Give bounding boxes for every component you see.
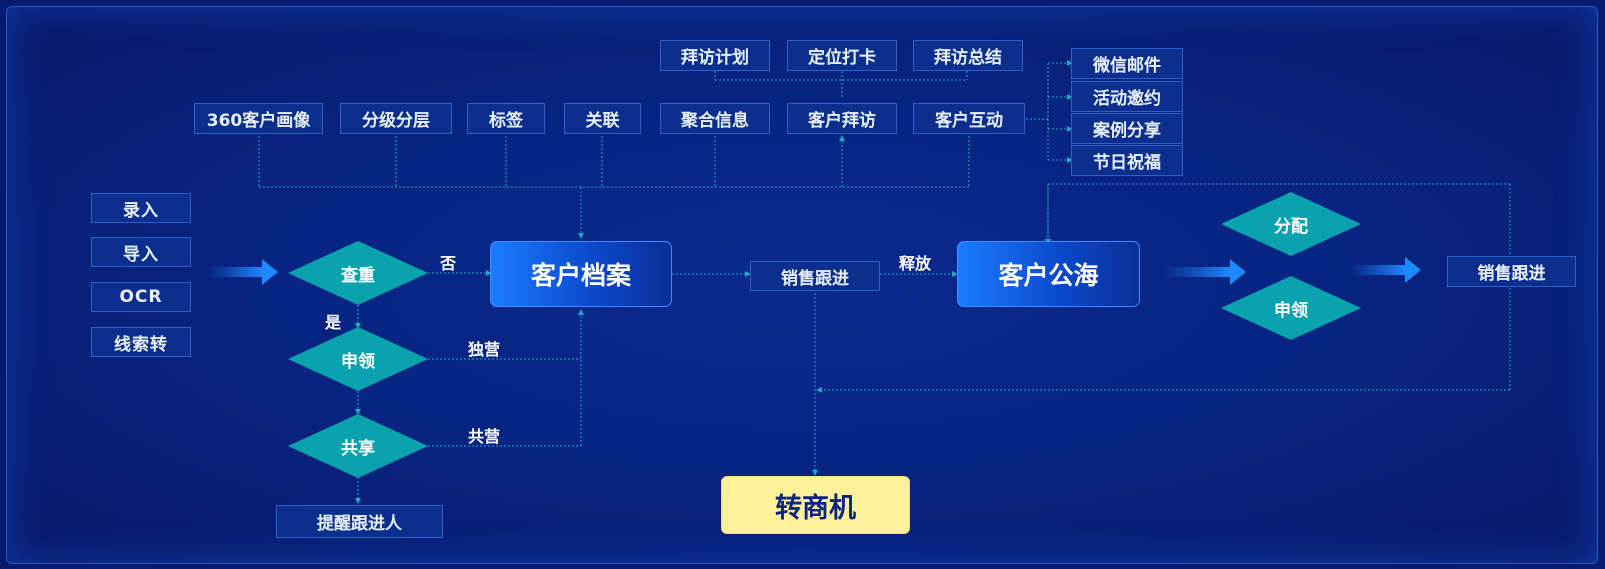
feature-relation: 关联 — [564, 103, 641, 134]
interaction-wechat-email: 微信邮件 — [1071, 48, 1183, 79]
input-ocr: OCR — [91, 282, 191, 312]
feature-tags: 标签 — [467, 103, 545, 134]
customer-file-node: 客户档案 — [490, 241, 672, 307]
flow-arrows — [208, 257, 1421, 285]
decision-claim: 申领 — [288, 327, 428, 391]
label-yes: 是 — [325, 313, 342, 332]
decision-claim-pool: 申领 — [1221, 276, 1361, 340]
feature-aggregate: 聚合信息 — [660, 103, 770, 134]
input-lead: 线索转 — [91, 327, 191, 357]
visit-plan: 拜访计划 — [660, 40, 770, 71]
feature-360-profile: 360客户画像 — [194, 103, 323, 134]
label-shared: 共营 — [468, 427, 501, 446]
input-import: 导入 — [91, 237, 191, 267]
feature-visit: 客户拜访 — [787, 103, 897, 134]
interaction-holiday-greeting: 节日祝福 — [1071, 145, 1183, 176]
decision-share: 共享 — [288, 414, 428, 478]
decision-assign: 分配 — [1221, 192, 1361, 256]
input-entry: 录入 — [91, 193, 191, 223]
customer-pool-node: 客户公海 — [957, 241, 1140, 307]
interaction-case-share: 案例分享 — [1071, 113, 1183, 144]
opportunity-node: 转商机 — [721, 476, 910, 534]
visit-checkin: 定位打卡 — [787, 40, 897, 71]
sales-follow-node: 销售跟进 — [750, 261, 880, 291]
visit-summary: 拜访总结 — [913, 40, 1023, 71]
interaction-event-invite: 活动邀约 — [1071, 81, 1183, 112]
sales-follow-right-node: 销售跟进 — [1447, 256, 1576, 287]
label-release: 释放 — [899, 254, 932, 273]
label-exclusive: 独营 — [468, 340, 501, 359]
feature-tiering: 分级分层 — [340, 103, 452, 134]
feature-interaction: 客户互动 — [913, 103, 1025, 134]
remind-follower: 提醒跟进人 — [276, 505, 443, 538]
label-no: 否 — [440, 254, 457, 273]
decision-dedupe: 查重 — [288, 241, 428, 305]
